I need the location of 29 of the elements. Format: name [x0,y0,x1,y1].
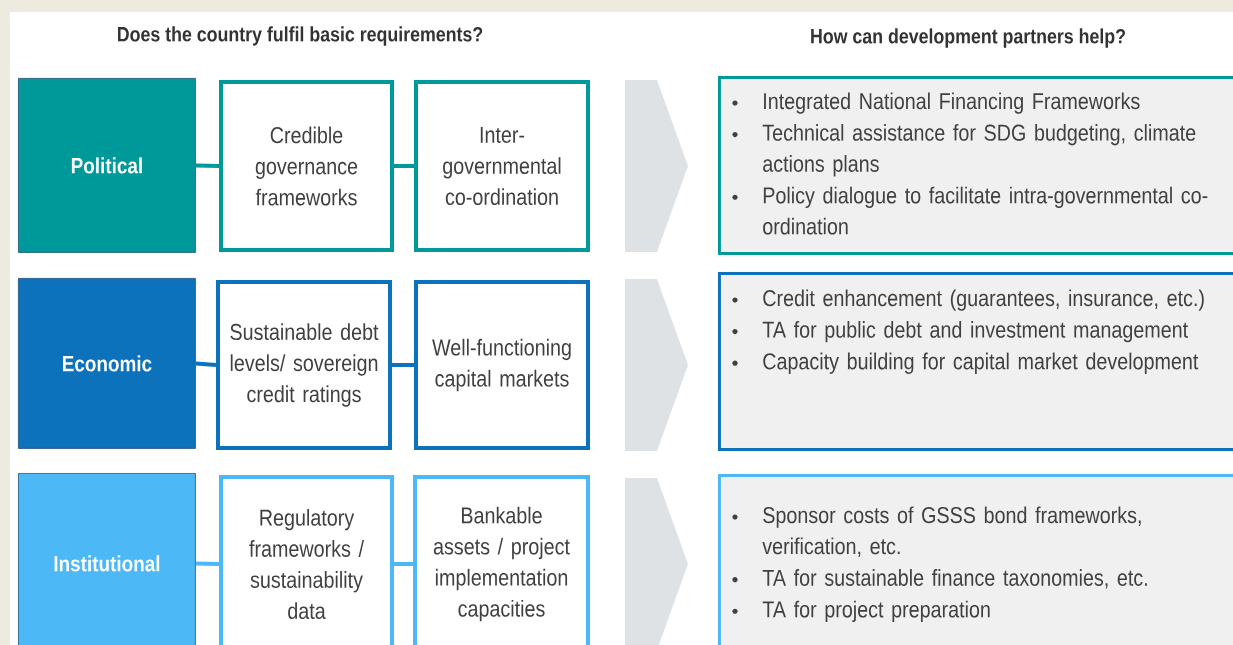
requirement-box: Inter-governmental co-ordination [414,80,590,252]
connector-line [195,163,220,168]
connector-line [394,164,414,168]
heading: Does the country fulfil basic requirements? [118,26,483,46]
bullet-item: Capacity building for capital market development [732,352,1199,374]
chevron-arrow [625,478,688,645]
connector-line [392,363,414,367]
connector-line [195,561,220,566]
requirement-box: Credible governance frameworks [219,80,394,252]
requirement-box: Well-functioning capital markets [414,280,590,450]
category-box: Economic [18,278,196,449]
bullet-item: TA for public debt and investment management [732,321,1188,343]
connector-line [195,361,217,367]
category-box: Institutional [18,473,196,645]
bullet-item: TA for project preparation [732,600,990,623]
requirement-box: Bankable assets / project implementation capacities [413,475,590,645]
requirement-box: Regulatory frameworks / sustainability data [219,475,394,645]
heading: How can development partners help? [811,28,1125,48]
bullet-item: TA for sustainable finance taxonomies, etc. [732,569,1147,589]
connector-line [394,562,413,566]
bullet-item: Integrated National Financing Frameworks [732,92,1140,114]
requirement-box: Sustainable debt levels/ sovereign credit ratings [216,280,392,450]
category-box: Political [18,78,196,253]
bullet-item: Policy dialogue to facilitate intra-governmental co-ordination [732,186,1208,235]
chevron-arrow [625,80,688,252]
chevron-arrow [625,279,688,451]
bullet-item: Credit enhancement (guarantees, insurance, etc.) [732,289,1204,311]
bullet-item: Technical assistance for SDG budgeting, climate actions plans [732,124,1196,177]
bullet-item: Sponsor costs of GSSS bond frameworks, verification, etc. [732,506,1141,557]
